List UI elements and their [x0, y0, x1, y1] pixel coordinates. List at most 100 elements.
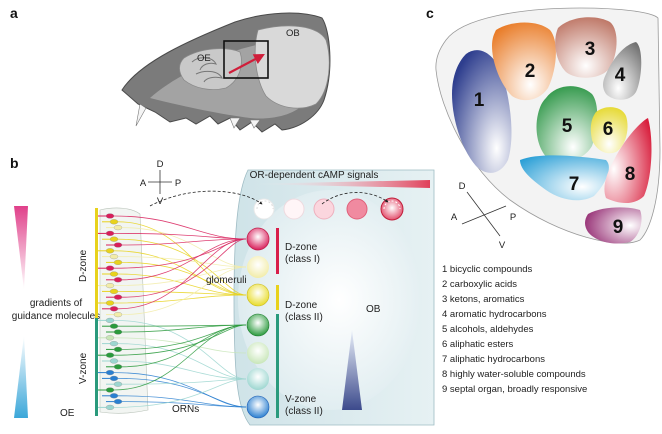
orn-cell-body: [113, 294, 123, 300]
camp-title: OR-dependent cAMP signals: [250, 170, 379, 181]
camp-signal-circle: [380, 197, 404, 221]
orn-axon: [121, 227, 247, 268]
d-zone-bar: [95, 208, 98, 318]
odorant-legend: 1 bicyclic compounds 2 carboxylic acids …: [442, 264, 587, 395]
orn-cell-body: [113, 312, 123, 318]
orn-cell-body: [113, 399, 123, 405]
region-7-number: 7: [569, 174, 580, 195]
compass-c: D V A P: [451, 181, 516, 251]
orn-cell-body: [113, 277, 123, 283]
ob-gradient-wedge: [342, 330, 362, 410]
zone-d1-bar: [276, 228, 279, 274]
orn-axon: [121, 262, 247, 296]
orn-cell-body: [109, 306, 119, 312]
glomerulus-teal: [247, 368, 269, 390]
zone-d1-line2: (class I): [285, 254, 320, 265]
orn-axon: [121, 238, 247, 298]
orn-cell-body: [105, 387, 115, 393]
orn-cell-body: [113, 364, 123, 370]
region-9-number: 9: [613, 217, 624, 238]
region-3-number: 3: [585, 39, 596, 60]
orn-cell-body: [105, 213, 115, 219]
legend-item: 8 highly water-soluble compounds: [442, 369, 586, 380]
gradients-line1: gradients of: [30, 298, 82, 309]
compass-c-a: A: [451, 212, 458, 223]
orn-cell-body: [105, 370, 115, 376]
oe-label-b: OE: [60, 408, 75, 419]
orn-axon: [121, 401, 247, 408]
orn-cell-body: [109, 271, 119, 277]
orn-cell-body: [109, 323, 119, 329]
compass-c-v: V: [499, 240, 506, 251]
orn-axon: [117, 360, 247, 380]
oe-region: [179, 48, 242, 90]
d-zone-side-label: D-zone: [78, 249, 89, 282]
oe-label: OE: [197, 53, 211, 64]
orn-axon: [113, 378, 247, 408]
zone-d2-line2: (class II): [285, 312, 323, 323]
region-4: [603, 42, 642, 100]
orn-cell-body: [105, 335, 115, 341]
orn-cell-body: [105, 352, 115, 358]
compass-c-p: P: [510, 212, 516, 223]
glomerulus-pale-yellow: [247, 256, 269, 278]
region-1: [452, 50, 512, 173]
orn-axon: [113, 324, 247, 356]
panel-a-letter: a: [10, 5, 18, 21]
orn-axon: [113, 250, 247, 296]
ob-inner-glow: [238, 190, 422, 410]
orn-cell-body: [109, 236, 119, 242]
orn-cell-body: [113, 259, 123, 265]
glomerulus-red: [246, 227, 270, 251]
region-3: [555, 17, 617, 78]
region-7: [520, 155, 609, 201]
orn-cell-body: [113, 242, 123, 248]
ob-label: OB: [286, 28, 300, 39]
orn-cell-body: [109, 341, 119, 347]
orn-cell-body: [113, 381, 123, 387]
orn-axon: [117, 238, 247, 310]
zone-v-line1: V-zone: [285, 394, 317, 405]
orn-cell-body: [105, 404, 115, 410]
orn-cell-body: [109, 219, 119, 225]
compass-a: A: [140, 178, 147, 189]
orn-axon: [113, 337, 247, 354]
glomerulus-yellow: [246, 283, 270, 307]
panel-c-letter: c: [426, 5, 434, 21]
zone-d1-line1: D-zone: [285, 242, 318, 253]
region-5-number: 5: [562, 116, 573, 137]
region-2-number: 2: [525, 61, 536, 82]
region-8: [604, 118, 652, 203]
glomeruli-label: glomeruli: [206, 275, 247, 286]
region-2: [492, 22, 556, 101]
camp-gradient-wedge: [248, 180, 430, 188]
orn-cell-body: [105, 317, 115, 323]
region-6-number: 6: [603, 119, 614, 140]
orn-cell-body: [109, 375, 119, 381]
orns-label: ORNs: [172, 404, 199, 415]
camp-signal-circle: [346, 198, 368, 220]
legend-item: 4 aromatic hydrocarbons: [442, 309, 547, 320]
zone-v-line2: (class II): [285, 406, 323, 417]
v-zone-bar: [95, 318, 98, 416]
orn-cell-body: [109, 393, 119, 399]
legend-item: 3 ketons, aromatics: [442, 294, 525, 305]
panel-c: c 1 2 3 4 5 6 7 8 9 D V A P 1 b: [426, 5, 661, 395]
camp-signal-circle: [283, 198, 305, 220]
axon-dashed-arrow: [149, 190, 263, 207]
orn-axon: [113, 324, 247, 391]
compass-b: D V A P: [140, 159, 181, 207]
orn-cell-body: [105, 283, 115, 289]
legend-item: 9 septal organ, broadly responsive: [442, 384, 587, 395]
orn-cell-body: [113, 346, 123, 352]
orn-axon: [113, 320, 247, 380]
guidance-gradient-pink: [14, 206, 28, 290]
gradients-line2: guidance molecules: [12, 311, 100, 322]
orn-axon: [113, 294, 247, 304]
orn-axon: [117, 256, 247, 268]
glomerulus-green: [246, 313, 270, 337]
ob-label-b: OB: [366, 304, 381, 315]
orn-axon: [117, 343, 247, 380]
panel-a: a OE OB: [10, 5, 331, 133]
